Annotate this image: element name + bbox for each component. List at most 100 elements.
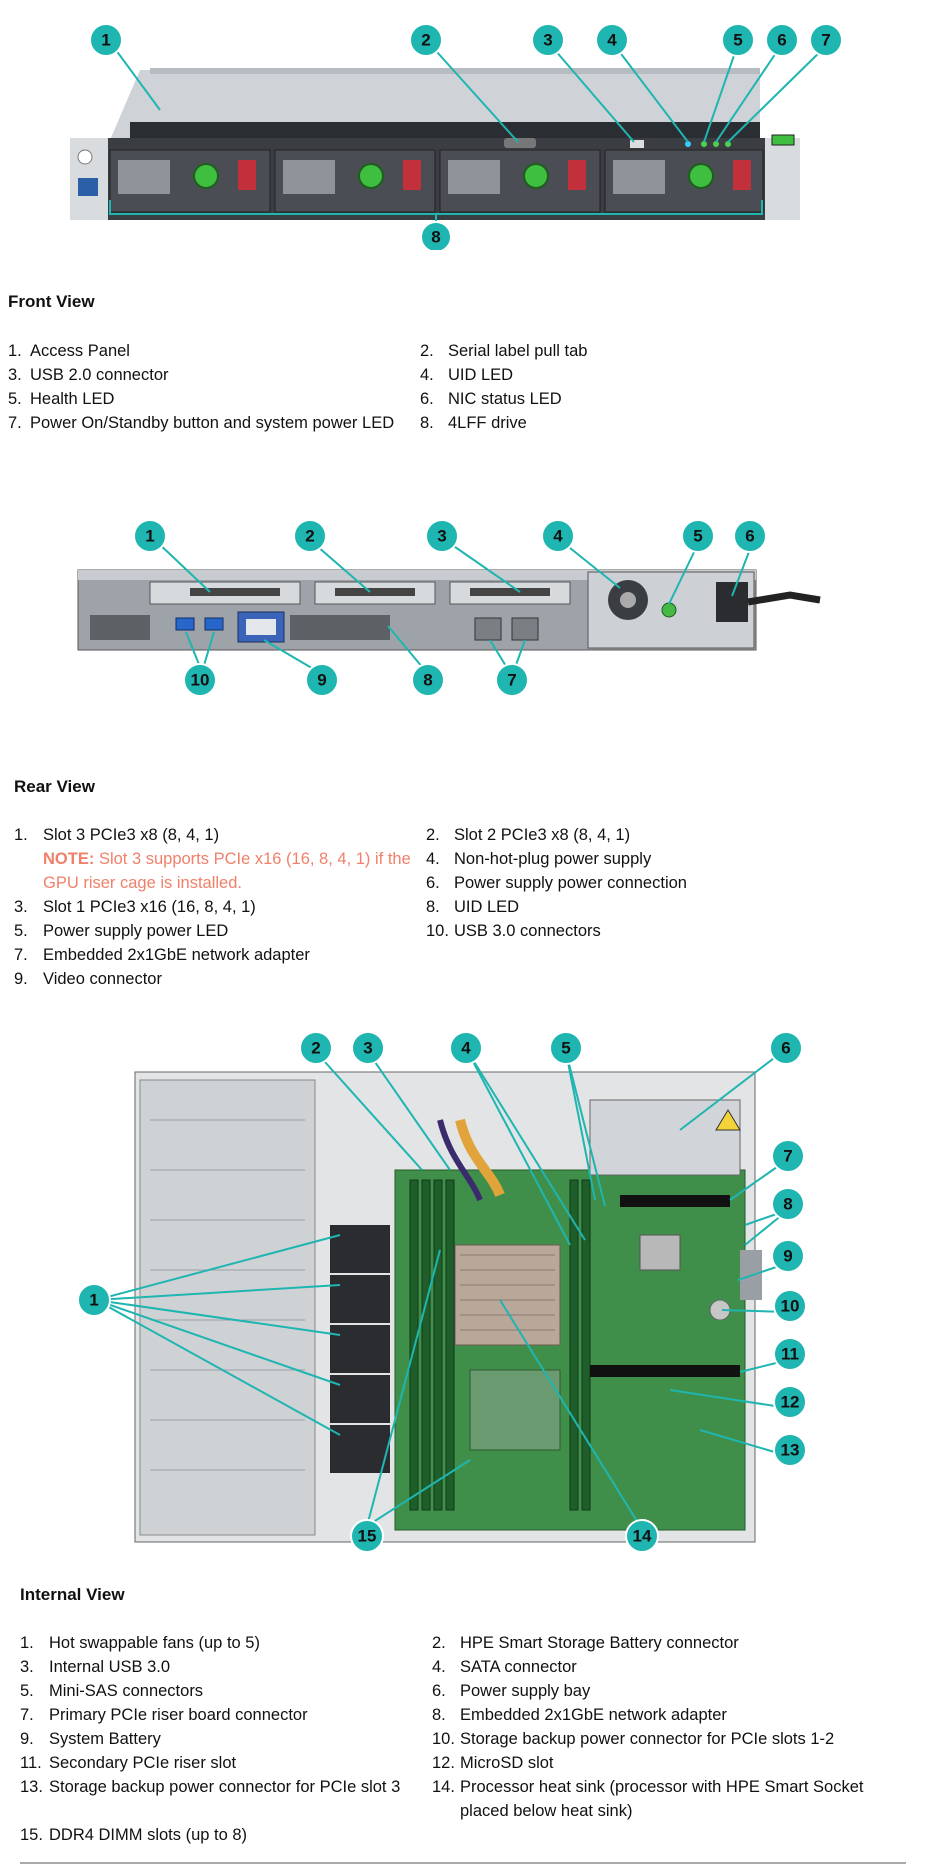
callout-8: 8 — [771, 1187, 805, 1221]
svg-text:9: 9 — [317, 671, 326, 690]
svg-text:13: 13 — [781, 1441, 800, 1460]
front-view-legend: 1.Access Panel 3.USB 2.0 connector 5.Hea… — [8, 340, 918, 460]
legend-item: 1.Slot 3 PCIe3 x8 (8, 4, 1) — [14, 826, 220, 844]
legend-item: 3.Internal USB 3.0 — [20, 1658, 171, 1676]
svg-text:3: 3 — [543, 31, 552, 50]
callout-4: 4 — [449, 1031, 483, 1065]
svg-text:6: 6 — [777, 31, 786, 50]
svg-text:3: 3 — [363, 1039, 372, 1058]
callout-7: 7 — [495, 663, 529, 697]
drive-bays — [109, 149, 764, 213]
svg-text:10: 10 — [781, 1297, 800, 1316]
front-view-heading: Front View — [8, 292, 95, 311]
legend-item: 14.Processor heat sink (processor with H… — [432, 1778, 864, 1820]
legend-item: 8.UID LED — [426, 898, 520, 916]
svg-text:8: 8 — [431, 228, 440, 247]
drive-cage — [139, 1079, 316, 1536]
svg-text:4: 4 — [553, 527, 563, 546]
power-connector — [716, 582, 748, 622]
legend-item: 7.Embedded 2x1GbE network adapter — [14, 946, 310, 964]
usb-3-port-icon — [204, 617, 224, 631]
legend-item: 4.SATA connector — [432, 1658, 577, 1676]
callout-1: 1 — [77, 1283, 111, 1317]
svg-text:3: 3 — [437, 527, 446, 546]
psu-led-icon — [661, 602, 677, 618]
callout-9: 9 — [771, 1239, 805, 1273]
svg-text:2: 2 — [305, 527, 314, 546]
processor-heat-sink — [454, 1244, 561, 1346]
callout-2: 2 — [409, 23, 443, 57]
callout-13: 13 — [773, 1433, 807, 1467]
power-supply-bay — [589, 1099, 741, 1176]
svg-text:11: 11 — [781, 1345, 799, 1364]
callout-7: 7 — [809, 23, 843, 57]
callout-6: 6 — [733, 519, 767, 553]
legend-item: 15.DDR4 DIMM slots (up to 8) — [20, 1826, 248, 1844]
internal-view-legend: 1.Hot swappable fans (up to 5) 3.Interna… — [20, 1632, 920, 1844]
svg-text:12: 12 — [781, 1393, 800, 1412]
legend-item: 10.USB 3.0 connectors — [426, 922, 601, 940]
callout-4: 4 — [541, 519, 575, 553]
callout-5: 5 — [681, 519, 715, 553]
callout-8: 8 — [411, 663, 445, 697]
svg-text:14: 14 — [633, 1527, 652, 1546]
front-view-figure: 1 2 3 4 5 6 7 8 — [70, 23, 843, 250]
legend-item: 4.UID LED — [420, 366, 514, 384]
legend-item: 2.Slot 2 PCIe3 x8 (8, 4, 1) — [426, 826, 631, 844]
rear-view-heading: Rear View — [14, 777, 95, 796]
legend-item: 3.Slot 1 PCIe3 x16 (16, 8, 4, 1) — [14, 898, 256, 916]
legend-item: 11.Secondary PCIe riser slot — [20, 1754, 237, 1772]
internal-view-figure: 2 3 4 5 6 7 8 9 1 10 11 12 13 15 14 — [77, 1031, 807, 1553]
callout-3: 3 — [531, 23, 565, 57]
callout-10: 10 — [773, 1289, 807, 1323]
legend-item: 1.Hot swappable fans (up to 5) — [20, 1634, 260, 1652]
usb-3-port-icon — [175, 617, 195, 631]
legend-item: 10.Storage backup power connector for PC… — [432, 1730, 835, 1748]
svg-text:2: 2 — [421, 31, 430, 50]
nic-port-icon — [474, 617, 502, 641]
bottom-divider — [20, 1862, 906, 1864]
svg-text:7: 7 — [821, 31, 830, 50]
rear-view-figure: 1 2 3 4 5 6 10 9 8 7 — [77, 519, 821, 697]
legend-item: 1.Access Panel — [8, 342, 130, 360]
callout-5: 5 — [721, 23, 755, 57]
secondary-riser-slot — [590, 1365, 740, 1377]
svg-text:8: 8 — [783, 1195, 792, 1214]
fans — [330, 1225, 390, 1473]
callout-4: 4 — [595, 23, 629, 57]
svg-text:5: 5 — [733, 31, 742, 50]
svg-text:6: 6 — [781, 1039, 790, 1058]
callout-2: 2 — [299, 1031, 333, 1065]
legend-item: 6.Power supply power connection — [426, 874, 687, 892]
callout-1: 1 — [133, 519, 167, 553]
legend-item: 7.Primary PCIe riser board connector — [20, 1706, 308, 1724]
svg-text:7: 7 — [507, 671, 516, 690]
legend-item: 9.Video connector — [14, 970, 162, 988]
legend-item: 7.Power On/Standby button and system pow… — [8, 414, 395, 432]
warning-icon — [715, 1109, 741, 1131]
legend-item: 5.Mini-SAS connectors — [20, 1682, 204, 1700]
intel-badge-icon — [78, 178, 98, 196]
svg-text:6: 6 — [745, 527, 754, 546]
svg-text:10: 10 — [191, 671, 210, 690]
nic-port-icon — [511, 617, 539, 641]
legend-item: 2.HPE Smart Storage Battery connector — [432, 1634, 739, 1652]
svg-text:7: 7 — [783, 1147, 792, 1166]
internal-view-heading: Internal View — [20, 1585, 125, 1604]
svg-text:1: 1 — [89, 1291, 98, 1310]
svg-text:5: 5 — [693, 527, 702, 546]
legend-item: 5.Power supply power LED — [14, 922, 229, 940]
callout-3: 3 — [351, 1031, 385, 1065]
primary-riser-connector — [620, 1195, 730, 1207]
callout-8: 8 — [420, 221, 452, 250]
svg-text:8: 8 — [423, 671, 432, 690]
callout-6: 6 — [765, 23, 799, 57]
callout-10: 10 — [183, 663, 217, 697]
svg-text:2: 2 — [311, 1039, 320, 1058]
callout-14: 14 — [625, 1519, 659, 1553]
legend-item: 2.Serial label pull tab — [420, 342, 588, 360]
callout-3: 3 — [425, 519, 459, 553]
serial-label-pull-tab — [504, 138, 536, 148]
svg-text:4: 4 — [607, 31, 617, 50]
legend-note: NOTE: Slot 3 supports PCIe x16 (16, 8, 4… — [43, 850, 411, 892]
